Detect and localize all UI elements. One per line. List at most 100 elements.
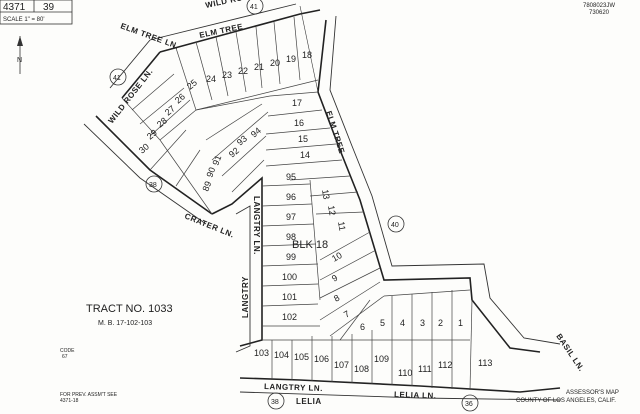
lot-28: 28 bbox=[155, 115, 169, 129]
code-label: CODE bbox=[60, 348, 75, 354]
lot-15: 15 bbox=[298, 134, 308, 144]
lot-26: 26 bbox=[173, 91, 187, 105]
tract-boundary bbox=[95, 9, 561, 393]
lot-13: 13 bbox=[320, 189, 332, 201]
lot-6: 6 bbox=[360, 322, 365, 332]
lot-lines-right bbox=[265, 91, 365, 301]
street-lelia-bottom: LELIA LN. bbox=[394, 390, 437, 400]
street-crater: CRATER LN. bbox=[183, 212, 235, 240]
lot-lines-center bbox=[319, 231, 385, 341]
tract-info: TRACT NO. 1033 M. B. 17-102-103 bbox=[86, 303, 173, 327]
lot-16: 16 bbox=[294, 118, 304, 128]
tract-book: M. B. 17-102-103 bbox=[98, 320, 152, 327]
lot-113: 113 bbox=[478, 358, 492, 368]
lot-107: 107 bbox=[334, 360, 349, 370]
lot-21: 21 bbox=[254, 62, 264, 72]
lot-95: 95 bbox=[286, 172, 296, 182]
street-langtry-mid: LANGTRY LN. bbox=[252, 196, 261, 255]
assessor-title: ASSESSOR'S MAP bbox=[566, 390, 619, 396]
lot-10: 10 bbox=[330, 250, 344, 264]
lot-25: 25 bbox=[185, 77, 199, 91]
tract-title: TRACT NO. 1033 bbox=[86, 303, 173, 315]
street-elm-tree-top: ELM TREE LN. bbox=[119, 21, 180, 51]
lot-29: 29 bbox=[145, 127, 159, 141]
lot-7: 7 bbox=[342, 309, 351, 320]
lot-14: 14 bbox=[300, 150, 310, 160]
street-lelia-mid: LELIA bbox=[296, 397, 322, 406]
lot-97: 97 bbox=[286, 212, 296, 222]
north-arrow-icon: N bbox=[17, 36, 23, 74]
lot-8: 8 bbox=[332, 293, 341, 304]
code-box: CODE 67 bbox=[60, 348, 75, 360]
lot-92: 92 bbox=[227, 145, 241, 159]
lot-104: 104 bbox=[274, 350, 289, 360]
lot-106: 106 bbox=[314, 354, 329, 364]
lot-24: 24 bbox=[206, 74, 216, 84]
lot-lines-inner bbox=[195, 95, 271, 193]
lot-numbers: 18 19 20 21 22 23 24 25 26 27 28 29 30 1… bbox=[137, 50, 493, 378]
code-value: 67 bbox=[62, 354, 68, 360]
assessor-county: COUNTY OF LOS ANGELES, CALIF. bbox=[516, 398, 616, 404]
lot-112: 112 bbox=[438, 360, 452, 370]
lot-110: 110 bbox=[398, 368, 412, 378]
lot-103: 103 bbox=[254, 348, 269, 358]
page-number: 39 bbox=[43, 2, 55, 13]
lot-27: 27 bbox=[163, 103, 177, 117]
adjacent-page-labels: 41 41 38 40 38 36 bbox=[113, 4, 473, 408]
prev-assmt-ref: 4371-18 bbox=[60, 398, 79, 404]
lot-19: 19 bbox=[286, 54, 296, 64]
map-header: 4371 39 SCALE 1" = 80' 7808023JW 730620 bbox=[0, 0, 615, 25]
lot-111: 111 bbox=[418, 364, 432, 374]
lot-9: 9 bbox=[330, 273, 339, 284]
street-elm-tree-right: ELM TREE bbox=[324, 110, 346, 155]
map-number: 4371 bbox=[3, 2, 26, 13]
lot-3: 3 bbox=[420, 318, 425, 328]
lot-18: 18 bbox=[302, 50, 312, 60]
lot-98: 98 bbox=[286, 232, 296, 242]
page-ref-41-left: 41 bbox=[113, 75, 121, 82]
lot-91: 91 bbox=[210, 154, 223, 167]
footer-notes: FOR PREV. ASSM'T SEE 4371-18 ASSESSOR'S … bbox=[60, 390, 619, 404]
street-labels: WILD ROSE LN. ELM TREE LN. ELM TREE WILD… bbox=[106, 0, 586, 406]
lot-4: 4 bbox=[400, 318, 405, 328]
page-ref-38-left: 38 bbox=[149, 182, 157, 189]
corner-code-1: 7808023JW bbox=[583, 3, 615, 9]
page-ref-38-bottom: 38 bbox=[271, 399, 279, 406]
lot-lines-langtry bbox=[261, 183, 320, 327]
street-langtry-left: LANGTRY bbox=[241, 276, 250, 318]
svg-text:N: N bbox=[17, 57, 22, 64]
lot-20: 20 bbox=[270, 58, 280, 68]
lot-2: 2 bbox=[438, 318, 443, 328]
lot-99: 99 bbox=[286, 252, 296, 262]
lot-17: 17 bbox=[292, 98, 302, 108]
lot-lines-left bbox=[121, 73, 213, 215]
lot-101: 101 bbox=[282, 292, 297, 302]
lot-22: 22 bbox=[238, 66, 248, 76]
lot-105: 105 bbox=[294, 352, 309, 362]
adjacent-page-markers bbox=[109, 0, 479, 412]
corner-code-2: 730620 bbox=[589, 10, 610, 16]
page-ref-40-right: 40 bbox=[391, 222, 399, 229]
page-ref-41-top: 41 bbox=[250, 4, 258, 11]
lot-lines-top bbox=[175, 16, 319, 111]
lot-23: 23 bbox=[222, 70, 232, 80]
lot-5: 5 bbox=[380, 318, 385, 328]
lot-30: 30 bbox=[137, 141, 151, 155]
lot-108: 108 bbox=[354, 364, 369, 374]
lot-94: 94 bbox=[249, 125, 263, 139]
lot-93: 93 bbox=[235, 133, 249, 147]
lot-109: 109 bbox=[374, 354, 389, 364]
lot-11: 11 bbox=[336, 221, 347, 232]
street-basil: BASIL LN. bbox=[554, 332, 586, 373]
street-edges bbox=[83, 3, 561, 401]
prev-assmt-note: FOR PREV. ASSM'T SEE bbox=[60, 392, 118, 398]
lot-96: 96 bbox=[286, 192, 296, 202]
block-label: BLK 18 bbox=[292, 239, 328, 251]
lot-102: 102 bbox=[282, 312, 297, 322]
lot-89: 89 bbox=[200, 180, 213, 193]
lot-1: 1 bbox=[458, 318, 463, 328]
lot-12: 12 bbox=[326, 205, 338, 217]
lot-100: 100 bbox=[282, 272, 297, 282]
